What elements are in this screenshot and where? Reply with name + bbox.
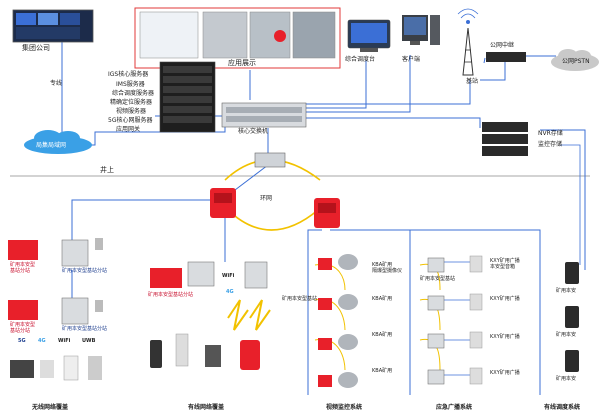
core-switch-label: 核心交换机 <box>238 128 269 135</box>
client-label: 客户端 <box>402 56 421 63</box>
left-node-1-sub: 基站分站 <box>10 268 31 274</box>
icon-uwb: UWB <box>82 338 96 344</box>
server-item-4: 视频服务器 <box>116 108 147 115</box>
ring-switch-icon <box>254 152 286 168</box>
left-bs-2-label: 矿用本安型基站分站 <box>62 326 108 332</box>
video-cam-2-label: KBA矿用 <box>372 296 393 302</box>
left-node-2-label: 矿用本安型 <box>10 322 36 328</box>
client-pc-icon <box>402 15 440 45</box>
mine-switch-right-icon <box>314 198 340 228</box>
app-display-label: 应用展示 <box>228 59 256 67</box>
video-section-title: 视频监控系统 <box>326 404 363 411</box>
pstn-label: 公网PSTN <box>562 58 590 65</box>
icon-4g: 4G <box>38 338 46 344</box>
server-rack-icon <box>159 61 216 133</box>
base-station-tower-icon <box>457 8 479 76</box>
dispatch-label: 综合调度台 <box>345 56 376 63</box>
left-wireless-node-1 <box>8 238 103 267</box>
mid-wifi-label: WiFi <box>222 273 235 279</box>
left-bs-1-label: 矿用本安型基站分站 <box>62 268 108 274</box>
broadcast-column <box>427 255 483 385</box>
dedicated-line-label: 专线 <box>50 80 63 87</box>
server-item-5: 5G核心网服务器 <box>108 117 153 124</box>
broadcast-4-label: KXY矿用广播 <box>490 370 520 376</box>
broadcast-1-sub: 本安型音箱 <box>490 264 516 270</box>
group-company-screen <box>12 9 94 43</box>
mid-section-title: 有线网络覆盖 <box>188 404 225 411</box>
nvr-storage-icon <box>482 122 528 156</box>
server-item-1: IMS服务器 <box>116 81 145 88</box>
ring-label: 环网 <box>260 195 273 202</box>
video-cam-1-label: KBA矿用 <box>372 262 393 268</box>
nvr-label: NVR存储 <box>538 130 563 137</box>
core-switch-icon <box>221 102 307 128</box>
broadcast-1-label: KXY矿用广播 <box>490 258 520 264</box>
connection-lines <box>10 42 590 395</box>
broadcast-3-label: KXY矿用广播 <box>490 334 520 340</box>
icon-5g: 5G <box>18 338 26 344</box>
video-node-label: 矿用本安型基站 <box>282 296 318 302</box>
phone-2-label: 矿用本安 <box>556 332 577 338</box>
video-cam-4-label: KBA矿用 <box>372 368 393 374</box>
phone-1-label: 矿用本安 <box>556 288 577 294</box>
phone-3-label: 矿用本安 <box>556 376 577 382</box>
icon-wifi: WiFi <box>58 338 71 344</box>
base-station-label: 基站 <box>466 78 479 85</box>
left-node-2-sub: 基站分站 <box>10 328 31 334</box>
broadcast-section-title: 应急广播系统 <box>436 404 473 411</box>
storage-label: 监控存储 <box>538 141 563 148</box>
server-item-6: 应用网关 <box>116 126 141 133</box>
left-wireless-node-2 <box>8 297 103 325</box>
server-item-0: IGS核心服务器 <box>108 71 149 78</box>
group-company-label: 集团公司 <box>22 44 50 52</box>
left-node-1-label: 矿用本安型 <box>10 262 36 268</box>
dispatch-console-icon <box>347 19 391 52</box>
camera-column <box>318 254 358 388</box>
pstn-cloud-icon <box>551 49 599 71</box>
public-switch-icon <box>486 52 526 62</box>
video-cam-1-sub: 隔爆型摄像仪 <box>372 268 403 274</box>
server-item-2: 综合调度服务器 <box>112 90 155 97</box>
mid-terminals <box>150 333 260 370</box>
phone-section-title: 有线调度系统 <box>544 404 581 411</box>
mid-4g-label: 4G <box>226 289 234 295</box>
wan-cloud-icon <box>24 130 92 154</box>
phone-column <box>565 262 579 372</box>
broadcast-2-label: KXY矿用广播 <box>490 296 520 302</box>
left-section-title: 无线网络覆盖 <box>32 404 69 411</box>
video-cam-3-label: KBA矿用 <box>372 332 393 338</box>
server-item-3: 精确定位服务器 <box>110 99 153 106</box>
bureau-wan-label: 局集局域网 <box>36 142 67 149</box>
app-display-panel <box>134 7 341 69</box>
mid-node-label: 矿用本安型基站分站 <box>148 292 194 298</box>
surface-label: 井上 <box>100 166 114 174</box>
mid-node-group <box>150 261 271 331</box>
mine-switch-left-icon <box>210 188 236 218</box>
left-terminals <box>10 355 102 381</box>
public-switch-label: 公网中继 <box>490 42 515 49</box>
broadcast-node-label: 矿用本安型基站 <box>420 276 456 282</box>
